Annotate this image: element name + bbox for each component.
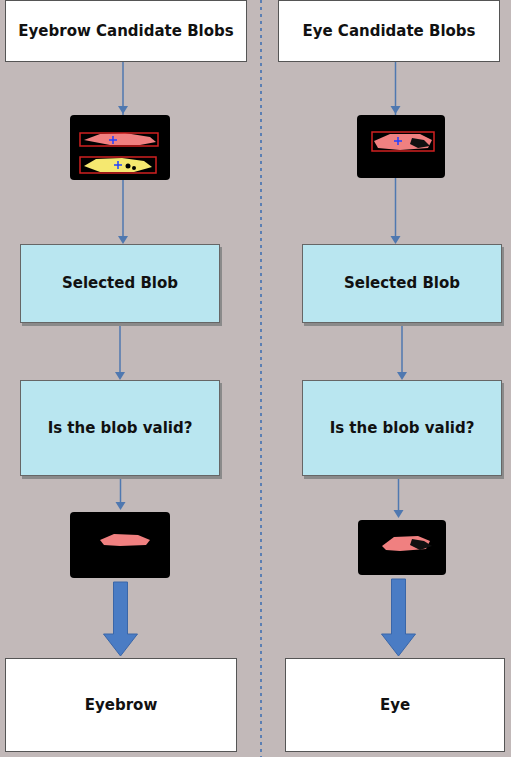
node-label: Is the blob valid? <box>42 419 199 438</box>
decision-box: Is the blob valid? <box>302 380 502 476</box>
node-label: Eyebrow Candidate Blobs <box>12 22 239 41</box>
node-label: Selected Blob <box>338 274 466 293</box>
process-box: Selected Blob <box>20 244 220 323</box>
output-box: Eyebrow <box>5 658 237 752</box>
process-box: Selected Blob <box>302 244 502 323</box>
eye-candidates-image <box>357 115 445 178</box>
flow-arrow <box>115 323 125 380</box>
divider-line <box>260 0 262 757</box>
output-box: Eye <box>285 658 505 752</box>
node-label: Eye Candidate Blobs <box>296 22 481 41</box>
input-box: Eyebrow Candidate Blobs <box>5 0 247 62</box>
node-label: Eyebrow <box>79 696 164 715</box>
flow-arrow <box>397 323 407 380</box>
eyebrow-valid-image <box>70 512 170 578</box>
eyebrow-candidates-image <box>70 115 170 180</box>
node-label: Selected Blob <box>56 274 184 293</box>
decision-box: Is the blob valid? <box>20 380 220 476</box>
node-label: Eye <box>374 696 416 715</box>
input-box: Eye Candidate Blobs <box>278 0 500 62</box>
node-label: Is the blob valid? <box>324 419 481 438</box>
eye-valid-image <box>358 520 446 575</box>
